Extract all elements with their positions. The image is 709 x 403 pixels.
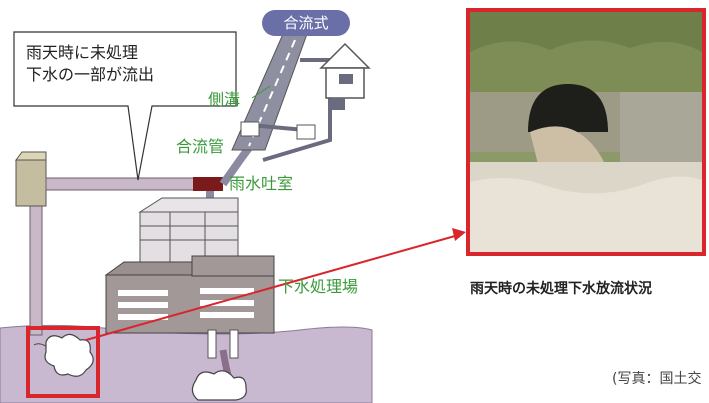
rain-chamber-label: 雨水吐室 [229, 174, 294, 193]
photo-image [470, 12, 702, 252]
gutter-label: 側溝 [208, 90, 241, 109]
outfall-pipe [29, 204, 43, 336]
highlight-box [26, 326, 100, 398]
combined-system-badge: 合流式 [262, 10, 350, 36]
overflow-photo [466, 8, 706, 256]
overflow-pipe [45, 177, 195, 191]
rain-chamber [193, 177, 223, 191]
speech-bubble-text: 雨天時に未処理 下水の一部が流出 [26, 42, 154, 86]
pointer-arrow [85, 235, 456, 341]
ground [0, 324, 373, 403]
speech-line-2: 下水の一部が流出 [26, 65, 155, 84]
overflow-tower [15, 159, 47, 207]
treatment-plant-label: 下水処理場 [278, 277, 359, 296]
discharge-cloud [191, 370, 247, 401]
combined-pipe-label: 合流管 [176, 137, 225, 156]
speech-bubble [13, 31, 237, 181]
photo-caption: 雨天時の未処理下水放流状況 [470, 281, 652, 297]
photo-credit: (写真：国土交 [612, 371, 702, 387]
treatment-tank [138, 197, 239, 213]
overflow-cloud [44, 333, 94, 377]
house [319, 42, 371, 69]
speech-line-1: 雨天時に未処理 [26, 43, 139, 62]
